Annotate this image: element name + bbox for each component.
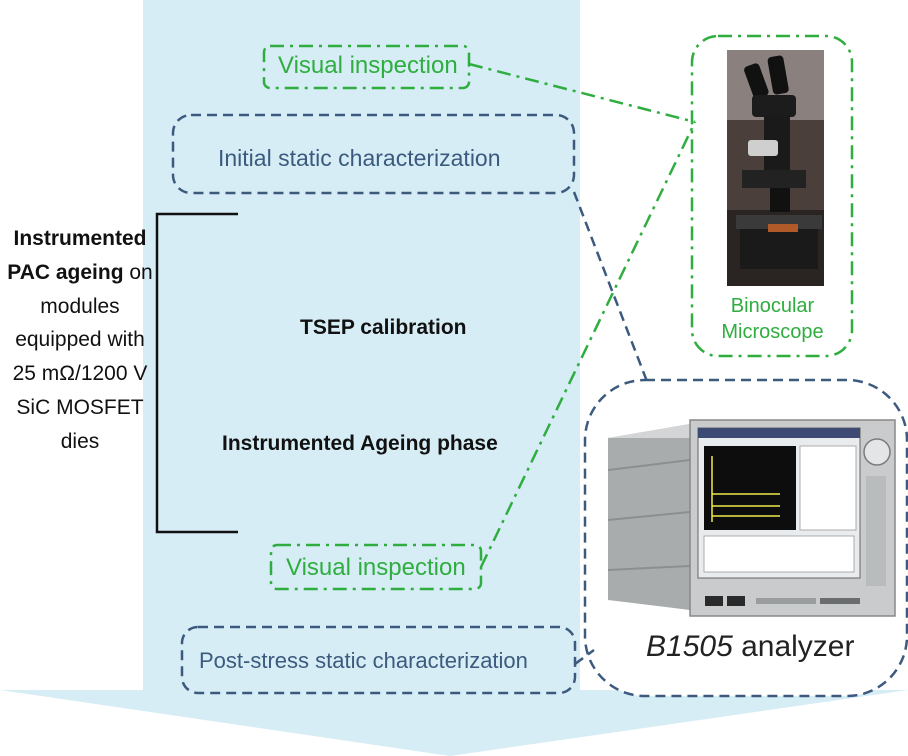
microscope-caption: Binocular Microscope [700, 293, 845, 345]
step-tsep-calibration: TSEP calibration [300, 316, 467, 339]
side-label-line-5: 25 mΩ/1200 V [12, 362, 148, 386]
analyzer-caption: B1505 analyzer [646, 630, 854, 664]
connector-visual-top-to-microscope [468, 62, 696, 124]
microscope-photo [727, 50, 824, 286]
microscope-caption-line-2: Microscope [721, 321, 824, 343]
connector-visual-bottom-to-microscope [479, 121, 697, 568]
side-label-rest-2: on [123, 260, 153, 284]
connector-initial-to-analyzer [572, 191, 650, 385]
visual-inspection-top-box [262, 44, 471, 90]
side-label-bold-2: PAC ageing [7, 260, 124, 284]
analyzer-model: B1505 [646, 630, 733, 663]
ageing-bracket [155, 212, 238, 534]
step-post-stress-static-characterization: Post-stress static characterization [199, 648, 528, 673]
step-visual-inspection-bottom: Visual inspection [286, 554, 466, 581]
side-label-line-6: SiC MOSFET [16, 395, 144, 419]
step-visual-inspection-top: Visual inspection [278, 52, 458, 79]
analyzer-photo [607, 419, 896, 617]
microscope-caption-line-1: Binocular [730, 295, 815, 317]
side-label-bold-1: Instrumented [13, 227, 147, 250]
initial-static-box [171, 113, 576, 195]
analyzer-suffix: analyzer [732, 630, 855, 663]
step-initial-static-characterization: Initial static characterization [218, 145, 501, 171]
post-stress-static-box [180, 625, 577, 695]
ageing-description: Instrumented PAC ageing on modules equip… [4, 222, 156, 459]
side-label-line-4: equipped with [15, 328, 145, 352]
connector-post-stress-to-analyzer [574, 648, 595, 666]
side-label-line-3: modules [40, 294, 120, 318]
side-label-line-7: dies [60, 429, 100, 453]
step-instrumented-ageing-phase: Instrumented Ageing phase [222, 432, 498, 455]
